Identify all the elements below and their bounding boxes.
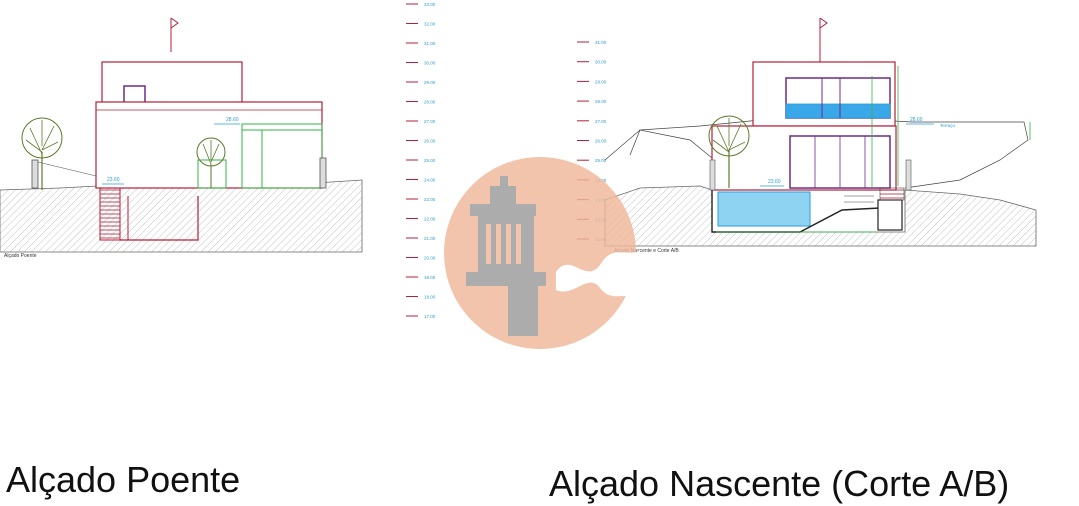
- scale-left-label: 26.00: [424, 139, 436, 144]
- scale-left-label: 18.00: [424, 295, 436, 300]
- scale-left-label: 17.00: [424, 314, 436, 319]
- west-tree-left: [21, 117, 63, 190]
- west-elevation-label: Alçado Poente: [4, 253, 37, 259]
- scale-left-label: 29.00: [424, 80, 436, 85]
- tower-logo-icon: [444, 157, 640, 349]
- east-level-ground: 23.60: [768, 179, 781, 185]
- scale-left-label: 27.00: [424, 119, 436, 124]
- east-elevation-label: Alçado Nascente e Corte A/B: [614, 248, 679, 254]
- caption-west-elevation: Alçado Poente: [6, 459, 241, 500]
- scale-left: 33.00 32.00 31.00 30.00 29.00 28.00 27.00 26.00…: [406, 2, 436, 319]
- scale-right-label: 29.00: [595, 79, 607, 84]
- scale-left-label: 23.00: [424, 197, 436, 202]
- caption-east-elevation-section: Alçado Nascente (Corte A/B): [549, 463, 1010, 504]
- west-elevation: 28.60 23.60 Alçado Poente: [0, 17, 363, 259]
- scale-left-label: 20.00: [424, 256, 436, 261]
- west-level-top: 28.60: [226, 117, 239, 123]
- scale-left-label: 33.00: [424, 2, 436, 7]
- east-level-top: 28.60: [910, 117, 923, 123]
- east-pool: [717, 191, 811, 227]
- scale-left-label: 19.00: [424, 275, 436, 280]
- scale-left-label: 28.00: [424, 100, 436, 105]
- west-main-volume: [95, 101, 323, 189]
- scale-right-label: 30.00: [595, 60, 607, 65]
- west-tree-right: [196, 137, 226, 188]
- west-ground: [0, 179, 363, 253]
- west-level-ground: 23.60: [107, 177, 120, 183]
- east-ground: [604, 185, 1037, 247]
- scale-left-label: 22.00: [424, 217, 436, 222]
- scale-right-label: 26.00: [595, 139, 607, 144]
- scale-left-label: 32.00: [424, 22, 436, 27]
- scale-right-label: 25.00: [595, 158, 607, 163]
- scale-left-label: 21.00: [424, 236, 436, 241]
- scale-right-label: 28.00: [595, 99, 607, 104]
- east-tree: [708, 115, 750, 188]
- scale-right-label: 31.00: [595, 40, 607, 45]
- scale-left-label: 31.00: [424, 41, 436, 46]
- west-upper-volume: [101, 61, 243, 107]
- east-elevation: 28.60 Terraço 23.60 Alçado Nascente e Co…: [604, 17, 1037, 254]
- scale-left-label: 25.00: [424, 158, 436, 163]
- scale-right-label: 27.00: [595, 119, 607, 124]
- architectural-drawing: 28.60 23.60 Alçado Poente 33.00 32.00 31.0…: [0, 2, 1037, 349]
- scale-left-label: 24.00: [424, 178, 436, 183]
- scale-left-label: 30.00: [424, 61, 436, 66]
- east-terrace-label: Terraço: [940, 123, 956, 128]
